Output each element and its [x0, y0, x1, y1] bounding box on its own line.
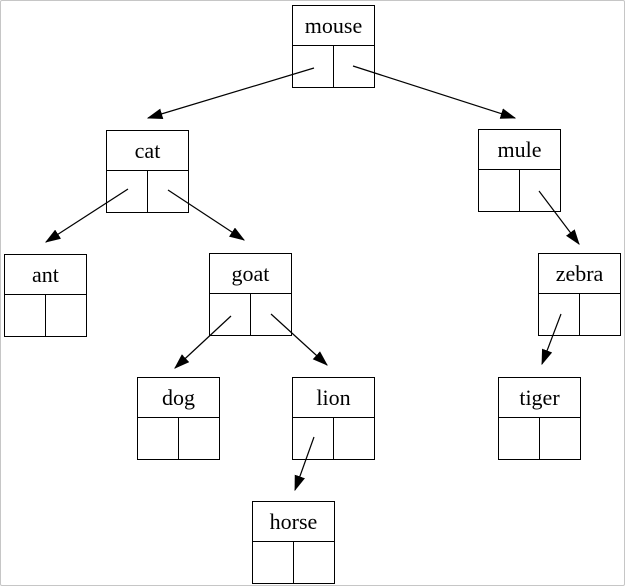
- pointer-cells-cat: [107, 171, 188, 212]
- left-pointer-cell-zebra: [539, 294, 580, 335]
- node-label-lion: lion: [293, 378, 374, 418]
- right-pointer-cell-horse: [294, 542, 334, 583]
- tree-node-lion: lion: [292, 377, 375, 460]
- tree-node-tiger: tiger: [498, 377, 581, 460]
- tree-node-ant: ant: [4, 254, 87, 337]
- node-label-tiger: tiger: [499, 378, 580, 418]
- node-label-mule: mule: [479, 130, 560, 170]
- tree-node-cat: cat: [106, 130, 189, 213]
- left-pointer-cell-horse: [253, 542, 294, 583]
- pointer-cells-goat: [210, 294, 291, 335]
- pointer-cells-mule: [479, 170, 560, 211]
- tree-node-zebra: zebra: [538, 253, 621, 336]
- pointer-cells-tiger: [499, 418, 580, 459]
- left-pointer-cell-ant: [5, 295, 46, 336]
- right-pointer-cell-ant: [46, 295, 86, 336]
- left-pointer-cell-mouse: [293, 46, 334, 87]
- right-pointer-cell-mule: [520, 170, 560, 211]
- node-label-horse: horse: [253, 502, 334, 542]
- left-pointer-cell-cat: [107, 171, 148, 212]
- right-pointer-cell-dog: [179, 418, 219, 459]
- right-pointer-cell-tiger: [540, 418, 580, 459]
- tree-node-dog: dog: [137, 377, 220, 460]
- pointer-cells-lion: [293, 418, 374, 459]
- right-pointer-cell-mouse: [334, 46, 374, 87]
- tree-node-mule: mule: [478, 129, 561, 212]
- tree-node-mouse: mouse: [292, 5, 375, 88]
- left-pointer-cell-goat: [210, 294, 251, 335]
- tree-node-horse: horse: [252, 501, 335, 584]
- pointer-cells-dog: [138, 418, 219, 459]
- pointer-cells-mouse: [293, 46, 374, 87]
- right-pointer-cell-goat: [251, 294, 291, 335]
- pointer-cells-ant: [5, 295, 86, 336]
- right-pointer-cell-lion: [334, 418, 374, 459]
- node-label-goat: goat: [210, 254, 291, 294]
- pointer-cells-zebra: [539, 294, 620, 335]
- left-pointer-cell-mule: [479, 170, 520, 211]
- left-pointer-cell-dog: [138, 418, 179, 459]
- edge-mouse-left-cat: [146, 67, 315, 120]
- left-pointer-cell-tiger: [499, 418, 540, 459]
- pointer-cells-horse: [253, 542, 334, 583]
- tree-node-goat: goat: [209, 253, 292, 336]
- left-pointer-cell-lion: [293, 418, 334, 459]
- right-pointer-cell-cat: [148, 171, 188, 212]
- node-label-dog: dog: [138, 378, 219, 418]
- edge-mouse-right-mule: [352, 65, 517, 119]
- right-pointer-cell-zebra: [580, 294, 620, 335]
- node-label-zebra: zebra: [539, 254, 620, 294]
- node-label-cat: cat: [107, 131, 188, 171]
- node-label-mouse: mouse: [293, 6, 374, 46]
- node-label-ant: ant: [5, 255, 86, 295]
